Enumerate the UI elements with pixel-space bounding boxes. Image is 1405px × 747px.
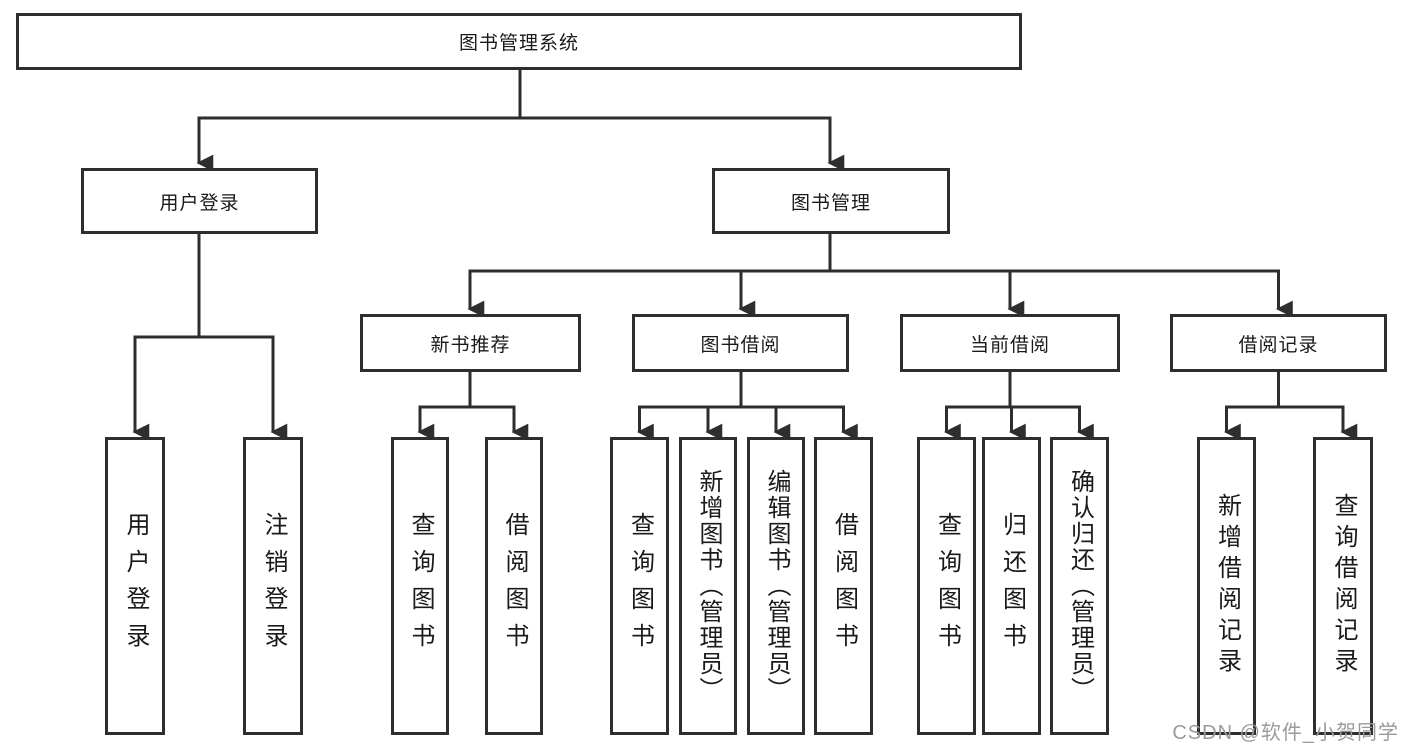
node-label: 新书推荐 [430, 334, 511, 356]
leaf-label: 新增图书（管理员） [695, 469, 722, 703]
node-label: 图书管理 [790, 192, 871, 214]
node-library-management-system: 图书管理系统 [16, 13, 1022, 70]
leaf-label: 新增借阅记录 [1213, 493, 1241, 679]
leaf-edit-books-admin: 编辑图书（管理员） [747, 437, 805, 735]
leaf-label: 查询图书 [626, 512, 654, 660]
leaf-label: 归还图书 [998, 512, 1026, 660]
leaf-user-login: 用户登录 [105, 437, 165, 735]
leaf-label: 查询借阅记录 [1330, 493, 1357, 679]
node-user-login: 用户登录 [81, 168, 318, 234]
leaf-borrow-books: 借阅图书 [814, 437, 873, 735]
leaf-label: 查询图书 [933, 512, 961, 660]
leaf-query-books-borrow: 查询图书 [610, 437, 669, 735]
node-label: 借阅记录 [1238, 334, 1319, 356]
leaf-return-books: 归还图书 [982, 437, 1041, 735]
node-new-book-recommend: 新书推荐 [360, 314, 581, 372]
node-label: 用户登录 [159, 192, 240, 214]
leaf-confirm-return-admin: 确认归还（管理员） [1050, 437, 1109, 735]
node-book-borrow: 图书借阅 [632, 314, 849, 372]
leaf-add-books-admin: 新增图书（管理员） [679, 437, 737, 735]
node-label: 图书管理系统 [458, 33, 579, 54]
leaf-label: 编辑图书（管理员） [763, 469, 790, 703]
node-label: 图书借阅 [700, 334, 781, 356]
leaf-query-borrow-record: 查询借阅记录 [1313, 437, 1373, 735]
leaf-borrow-books-recommend: 借阅图书 [485, 437, 543, 735]
node-label: 当前借阅 [969, 334, 1050, 356]
csdn-watermark: CSDN @软件_小贺同学 [1172, 722, 1399, 744]
node-borrow-records: 借阅记录 [1170, 314, 1387, 372]
leaf-label: 借阅图书 [830, 512, 858, 660]
leaf-label: 确认归还（管理员） [1066, 469, 1094, 703]
leaf-label: 用户登录 [122, 512, 149, 660]
node-book-management: 图书管理 [712, 168, 950, 234]
leaf-add-borrow-record: 新增借阅记录 [1197, 437, 1256, 735]
leaf-query-books-current: 查询图书 [917, 437, 976, 735]
node-current-borrow: 当前借阅 [900, 314, 1120, 372]
leaf-label: 注销登录 [260, 512, 287, 660]
leaf-label: 借阅图书 [501, 512, 528, 660]
leaf-query-books-recommend: 查询图书 [391, 437, 449, 735]
leaf-label: 查询图书 [407, 512, 434, 660]
leaf-logout: 注销登录 [243, 437, 303, 735]
